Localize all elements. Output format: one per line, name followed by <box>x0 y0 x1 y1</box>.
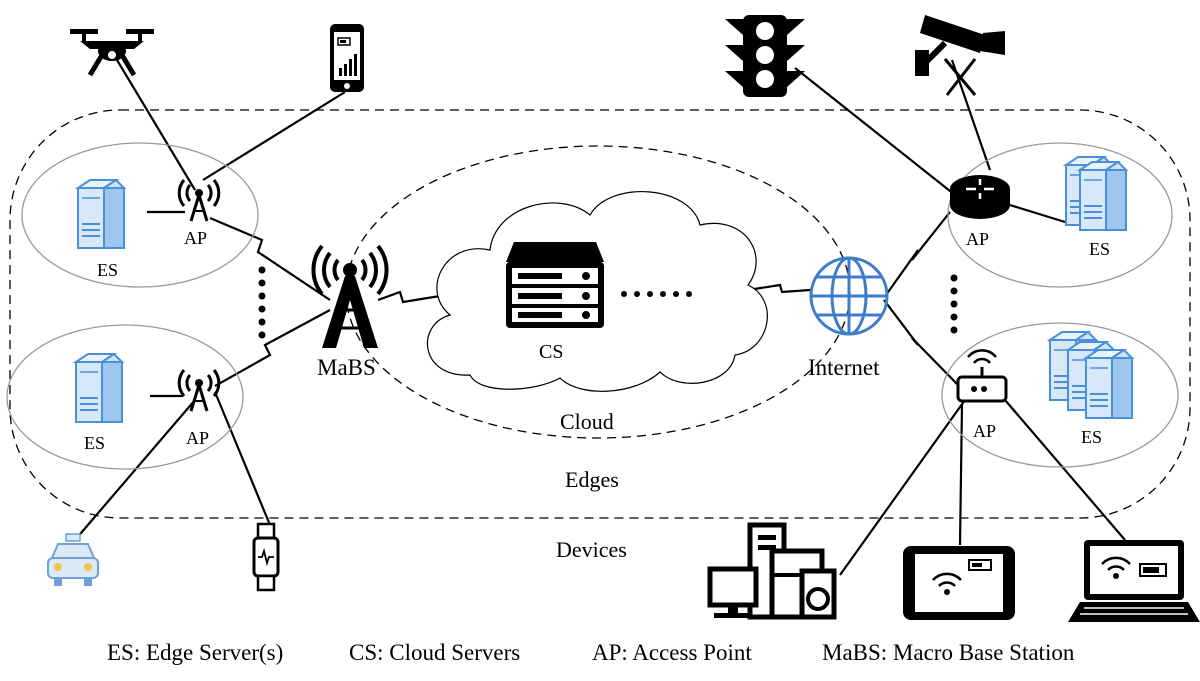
traffic-light-icon <box>725 15 805 97</box>
tablet-icon <box>903 546 1015 620</box>
es-label: ES <box>1089 239 1110 259</box>
es-label: ES <box>1081 427 1102 447</box>
edge-cluster-top-left <box>21 142 259 288</box>
internet-label: Internet <box>808 355 880 380</box>
globe-icon <box>809 256 889 336</box>
cell-tower-icon <box>311 244 389 348</box>
legend: ES: Edge Server(s) CS: Cloud Servers AP:… <box>0 640 1200 676</box>
car-icon <box>47 533 99 586</box>
antenna-icon <box>177 368 221 413</box>
legend-mabs: MaBS: Macro Base Station <box>822 640 1075 665</box>
legend-cs: CS: Cloud Servers <box>349 640 521 665</box>
smartphone-icon <box>330 24 364 92</box>
server-icon <box>77 179 125 249</box>
legend-es: ES: Edge Server(s) <box>107 640 284 665</box>
ellipsis-dots-cloud <box>621 291 692 297</box>
mabs-label: MaBS <box>317 355 376 380</box>
ellipsis-dots-right <box>950 274 958 334</box>
smartwatch-icon <box>252 522 280 592</box>
server-icon <box>75 353 123 423</box>
es-label: ES <box>97 260 118 280</box>
router-icon <box>950 175 1010 219</box>
security-camera-icon <box>915 15 1005 96</box>
edge-cluster-bottom-right <box>941 322 1179 468</box>
ap-label: AP <box>186 428 209 448</box>
ap-label: AP <box>966 229 989 249</box>
antenna-icon <box>177 178 221 223</box>
server-icon <box>1079 161 1127 231</box>
cloud-label: Cloud <box>560 409 614 434</box>
wifi-router-icon <box>956 349 1008 403</box>
legend-ap: AP: Access Point <box>592 640 752 665</box>
server-icon <box>1085 349 1133 419</box>
devices-label: Devices <box>556 537 627 562</box>
cs-label: CS <box>539 341 563 363</box>
edges-boundary <box>9 109 1191 519</box>
es-label: ES <box>84 433 105 453</box>
ap-label: AP <box>973 421 996 441</box>
ellipsis-dots-left <box>258 266 266 339</box>
cloud-server-icon <box>506 242 604 328</box>
edges-label: Edges <box>565 467 619 492</box>
laptop-icon <box>1068 540 1200 622</box>
drone-icon <box>70 29 154 77</box>
ap-label: AP <box>184 228 207 248</box>
edge-cluster-top-right <box>947 142 1173 288</box>
desktop-appliances-icon <box>707 522 837 620</box>
edge-cluster-bottom-left <box>6 324 244 470</box>
